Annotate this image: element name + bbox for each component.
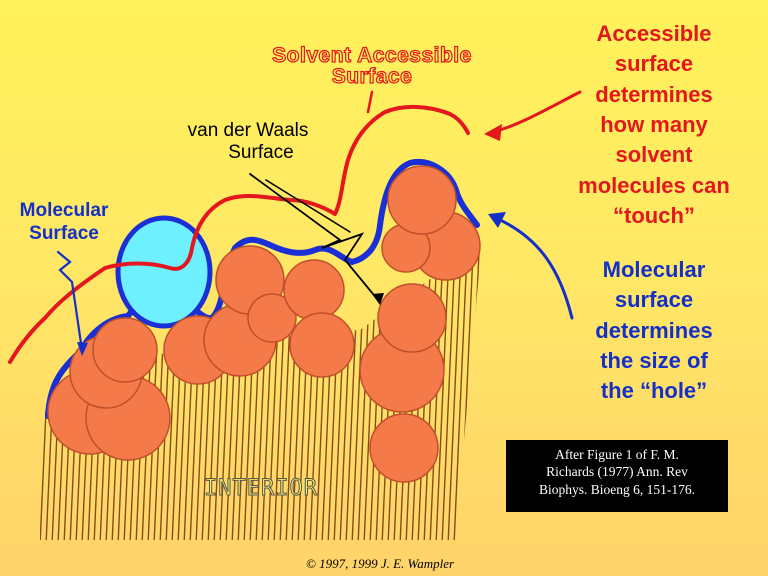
note-line: Accessible [596, 21, 712, 46]
hatch-line [459, 240, 475, 540]
van-der-waals-surface-label: van der Waals Surface [150, 120, 346, 164]
solvent-accessible-surface-label: Solvent Accessible Surface [254, 44, 490, 88]
hatch-line [40, 240, 43, 540]
citation-line: After Figure 1 of F. M. [555, 447, 679, 462]
atom [289, 312, 355, 378]
label-line: van der Waals [187, 120, 309, 141]
note-line: surface [614, 287, 694, 313]
accessible-surface-note: Accessible surface determines how many s… [548, 19, 760, 232]
molecular-surface-label: Molecular Surface [2, 200, 126, 246]
note-line: solvent [615, 142, 693, 168]
citation-line: Richards (1977) Ann. Rev [546, 464, 688, 480]
interior-label: INTERIOR [204, 476, 318, 502]
atom [387, 165, 457, 235]
note-line: the “hole” [600, 378, 708, 404]
hatch-line [465, 240, 481, 540]
hatch-line [16, 230, 30, 545]
atom-cluster [47, 165, 481, 483]
solvent-probe-sphere [115, 215, 213, 329]
hatch-line [22, 230, 36, 545]
copyright-notice: © 1997, 1999 J. E. Wampler [305, 556, 455, 571]
note-line: determines [595, 81, 713, 107]
atom [92, 317, 158, 383]
label-line: Molecular [19, 200, 109, 221]
hatch-line [441, 240, 457, 540]
note-line: the size of [600, 348, 708, 374]
atom [283, 259, 345, 321]
note-line: molecules can [578, 172, 730, 198]
molecular-surface-note: Molecular surface determines the size of… [548, 255, 760, 407]
citation-box: After Figure 1 of F. M. Richards (1977) … [506, 440, 728, 512]
note-line: surface [614, 51, 694, 77]
hatch-line [435, 240, 451, 540]
atom [247, 293, 297, 343]
hatch-line [484, 230, 498, 545]
hatch-line [471, 240, 482, 540]
label-line: Surface [228, 141, 294, 163]
hatch-line [453, 240, 469, 540]
atom [369, 413, 439, 483]
atom [377, 283, 447, 353]
molecular-surface-line [45, 159, 480, 419]
hatch-line [40, 240, 49, 540]
citation-line: Biophys. Bioeng 6, 151-176. [538, 481, 695, 497]
note-line: how many [600, 112, 708, 138]
solvent-accessible-surface-line [8, 104, 470, 364]
note-line: Molecular [602, 257, 706, 282]
label-line: Solvent Accessible [272, 44, 472, 67]
hatch-line [339, 240, 355, 540]
note-line: “touch” [613, 203, 695, 229]
hatch-line [447, 240, 463, 540]
label-line: Surface [29, 222, 99, 244]
label-line: Surface [331, 65, 413, 88]
note-line: determines [595, 317, 713, 343]
pointer-arrows [56, 90, 582, 356]
hatch-line [477, 240, 482, 540]
hatch-line [345, 240, 361, 540]
